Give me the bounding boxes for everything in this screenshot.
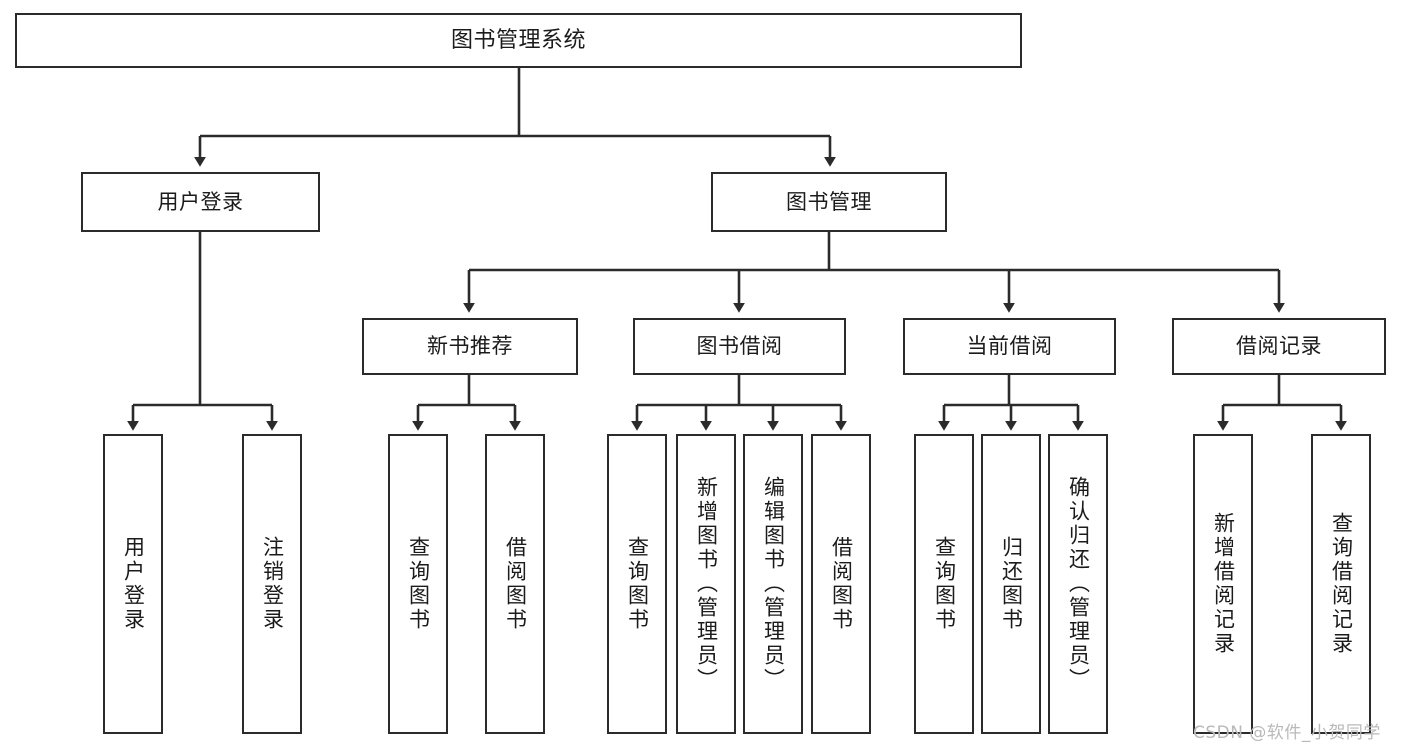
- node-leaf-newbook-query[interactable]: 查询图书: [388, 434, 448, 734]
- node-leaf-user-logout[interactable]: 注销登录: [242, 434, 302, 734]
- node-book-management-label: 图书管理: [786, 189, 872, 214]
- node-user-login-label: 用户登录: [157, 189, 244, 214]
- node-book-borrow-label: 图书借阅: [696, 334, 783, 359]
- node-borrow-records-label: 借阅记录: [1236, 334, 1322, 359]
- node-new-book-recommend-label: 新书推荐: [427, 334, 513, 359]
- node-book-management[interactable]: 图书管理: [711, 172, 947, 232]
- node-leaf-current-return-label: 归还图书: [999, 536, 1024, 632]
- node-leaf-current-return[interactable]: 归还图书: [981, 434, 1041, 734]
- node-leaf-records-add-label: 新增借阅记录: [1211, 512, 1236, 656]
- node-leaf-newbook-borrow-label: 借阅图书: [503, 536, 528, 632]
- node-leaf-user-logout-label: 注销登录: [260, 536, 285, 632]
- node-current-borrow-label: 当前借阅: [966, 334, 1053, 359]
- node-leaf-records-query-label: 查询借阅记录: [1329, 512, 1354, 656]
- node-leaf-borrow-add-label: 新增图书（管理员）: [694, 476, 719, 692]
- watermark: CSDN @软件_小贺同学: [1193, 723, 1381, 743]
- node-root[interactable]: 图书管理系统: [15, 13, 1022, 68]
- node-leaf-borrow-borrow[interactable]: 借阅图书: [811, 434, 871, 734]
- node-leaf-current-query-label: 查询图书: [932, 536, 957, 632]
- node-leaf-borrow-edit-label: 编辑图书（管理员）: [761, 476, 786, 692]
- node-book-borrow[interactable]: 图书借阅: [633, 318, 846, 375]
- node-leaf-borrow-edit[interactable]: 编辑图书（管理员）: [743, 434, 803, 734]
- node-leaf-records-add[interactable]: 新增借阅记录: [1193, 434, 1253, 734]
- node-borrow-records[interactable]: 借阅记录: [1172, 318, 1386, 375]
- node-leaf-current-confirm-label: 确认归还（管理员）: [1066, 476, 1091, 692]
- node-root-label: 图书管理系统: [450, 27, 586, 53]
- node-leaf-user-login-label: 用户登录: [121, 536, 146, 632]
- node-leaf-user-login[interactable]: 用户登录: [103, 434, 163, 734]
- node-current-borrow[interactable]: 当前借阅: [903, 318, 1116, 375]
- node-leaf-borrow-borrow-label: 借阅图书: [829, 536, 854, 632]
- node-user-login[interactable]: 用户登录: [81, 172, 320, 232]
- node-leaf-current-confirm[interactable]: 确认归还（管理员）: [1048, 434, 1108, 734]
- node-leaf-newbook-borrow[interactable]: 借阅图书: [485, 434, 545, 734]
- node-leaf-borrow-add[interactable]: 新增图书（管理员）: [676, 434, 736, 734]
- node-leaf-borrow-query-label: 查询图书: [625, 536, 650, 632]
- node-leaf-current-query[interactable]: 查询图书: [914, 434, 974, 734]
- node-leaf-borrow-query[interactable]: 查询图书: [607, 434, 667, 734]
- node-new-book-recommend[interactable]: 新书推荐: [362, 318, 578, 375]
- node-leaf-records-query[interactable]: 查询借阅记录: [1311, 434, 1371, 734]
- node-leaf-newbook-query-label: 查询图书: [406, 536, 431, 632]
